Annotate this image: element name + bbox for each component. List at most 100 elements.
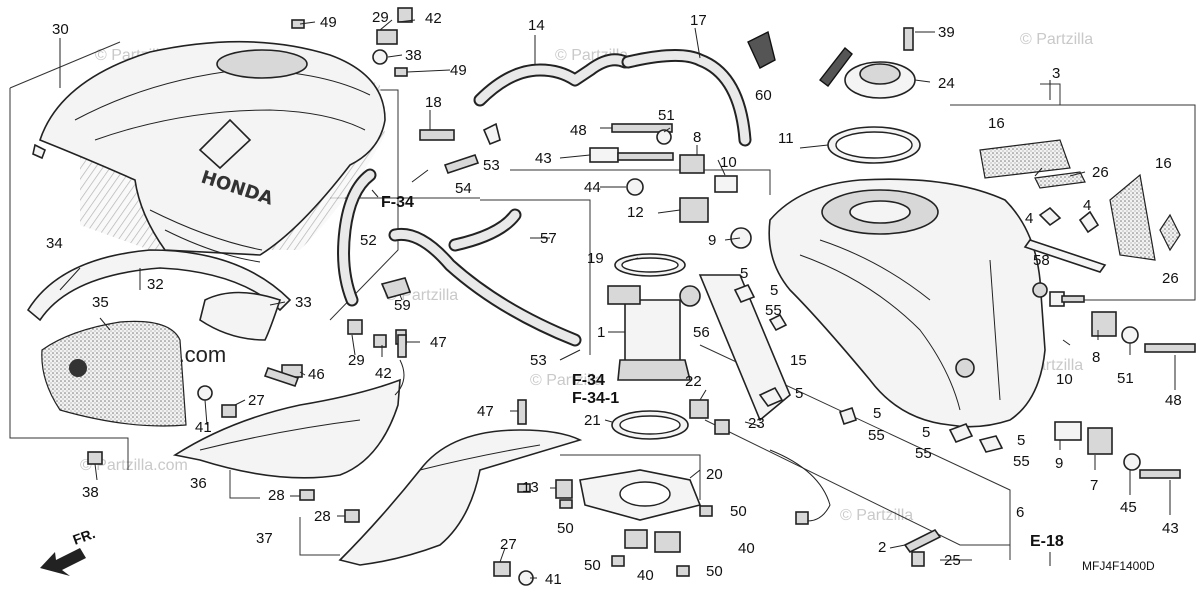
callout-42: 42 (425, 10, 442, 27)
callout-28: 28 (268, 487, 285, 504)
callout-53: 53 (483, 157, 500, 174)
callout-19: 19 (587, 250, 604, 267)
callout-38: 38 (82, 484, 99, 501)
callout-1: 1 (597, 324, 605, 341)
watermark: © Partzilla (840, 507, 913, 524)
section-refs: F-34 F-34 F-34-1 E-18 (381, 169, 1064, 566)
callout-35: 35 (92, 294, 109, 311)
callout-4: 4 (1083, 197, 1091, 214)
callout-57: 57 (540, 230, 557, 247)
leader-lines (59, 19, 1176, 579)
callout-26: 26 (1092, 164, 1109, 181)
callout-11: 11 (778, 130, 794, 147)
watermark: © Partzilla.com (80, 457, 188, 474)
tank-top-cover: HONDA (32, 40, 386, 263)
fuel-pump-group (579, 253, 702, 521)
callout-12: 12 (627, 204, 644, 221)
callout-56: 56 (693, 324, 710, 341)
section-ref-f34-top: F-34 (381, 194, 414, 211)
hoses (337, 48, 752, 347)
callout-3: 3 (1052, 65, 1060, 82)
callout-50: 50 (584, 557, 601, 574)
callout-55: 55 (765, 302, 782, 319)
callout-14: 14 (528, 17, 545, 34)
callout-13: 13 (522, 479, 539, 496)
callout-55: 55 (1013, 453, 1030, 470)
hardware (87, 7, 1196, 586)
callout-8: 8 (693, 129, 701, 146)
callout-50: 50 (557, 520, 574, 537)
callout-54: 54 (455, 180, 472, 197)
callout-40: 40 (637, 567, 654, 584)
callout-29: 29 (372, 9, 389, 26)
callout-5: 5 (740, 265, 748, 282)
section-ref-e18: E-18 (1030, 533, 1064, 550)
callout-60: 60 (755, 87, 772, 104)
callout-30: 30 (52, 21, 69, 38)
callout-23: 23 (748, 415, 765, 432)
callout-9: 9 (708, 232, 716, 249)
callout-32: 32 (147, 276, 164, 293)
callout-52: 52 (360, 232, 377, 249)
callout-42: 42 (375, 365, 392, 382)
callout-53: 53 (530, 352, 547, 369)
callout-41: 41 (195, 419, 212, 436)
callout-55: 55 (915, 445, 932, 462)
callout-15: 15 (790, 352, 807, 369)
callout-45: 45 (1120, 499, 1137, 516)
callout-49: 49 (450, 62, 467, 79)
callout-33: 33 (295, 294, 312, 311)
callout-5: 5 (795, 385, 803, 402)
callout-39: 39 (938, 24, 955, 41)
callout-34: 34 (46, 235, 63, 252)
callout-16: 16 (988, 115, 1005, 132)
callout-22: 22 (685, 373, 702, 390)
callout-9: 9 (1055, 455, 1063, 472)
front-label: FR. (71, 525, 98, 548)
callout-6: 6 (1016, 504, 1024, 521)
callout-2: 2 (878, 539, 886, 556)
fuel-cap-parts (819, 27, 921, 164)
callout-47: 47 (477, 403, 494, 420)
fuel-tank (768, 178, 1048, 428)
callout-41: 41 (545, 571, 562, 588)
callout-51: 51 (1117, 370, 1134, 387)
callout-49: 49 (320, 14, 337, 31)
callout-36: 36 (190, 475, 207, 492)
watermark: © Partzilla (1020, 31, 1093, 48)
callout-43: 43 (1162, 520, 1179, 537)
callout-43: 43 (535, 150, 552, 167)
section-ref-f34-mid: F-34 (572, 372, 605, 389)
side-panels (26, 249, 292, 427)
callout-10: 10 (1056, 371, 1073, 388)
callout-24: 24 (938, 75, 955, 92)
section-ref-f34-1: F-34-1 (572, 390, 619, 407)
callout-26: 26 (1162, 270, 1179, 287)
callout-10: 10 (720, 154, 737, 171)
callout-28: 28 (314, 508, 331, 525)
callout-5: 5 (770, 282, 778, 299)
callout-48: 48 (570, 122, 587, 139)
callout-7: 7 (1090, 477, 1098, 494)
callout-21: 21 (584, 412, 601, 429)
callout-46: 46 (308, 366, 325, 383)
callout-25: 25 (944, 552, 961, 569)
callout-17: 17 (690, 12, 707, 29)
callout-4: 4 (1025, 210, 1033, 227)
callout-27: 27 (500, 536, 517, 553)
callout-47: 47 (430, 334, 447, 351)
callout-5: 5 (873, 405, 881, 422)
callouts: 30 49 29 42 38 49 18 14 17 60 39 24 3 11… (46, 9, 1182, 588)
stickers (698, 139, 1181, 453)
group-frames (9, 41, 1196, 560)
lower-panels (172, 378, 583, 566)
callout-20: 20 (706, 466, 723, 483)
callout-58: 58 (1033, 252, 1050, 269)
callout-29: 29 (348, 352, 365, 369)
callout-59: 59 (394, 297, 411, 314)
callout-16: 16 (1155, 155, 1172, 172)
callout-18: 18 (425, 94, 442, 111)
callout-44: 44 (584, 179, 601, 196)
callout-50: 50 (730, 503, 747, 520)
